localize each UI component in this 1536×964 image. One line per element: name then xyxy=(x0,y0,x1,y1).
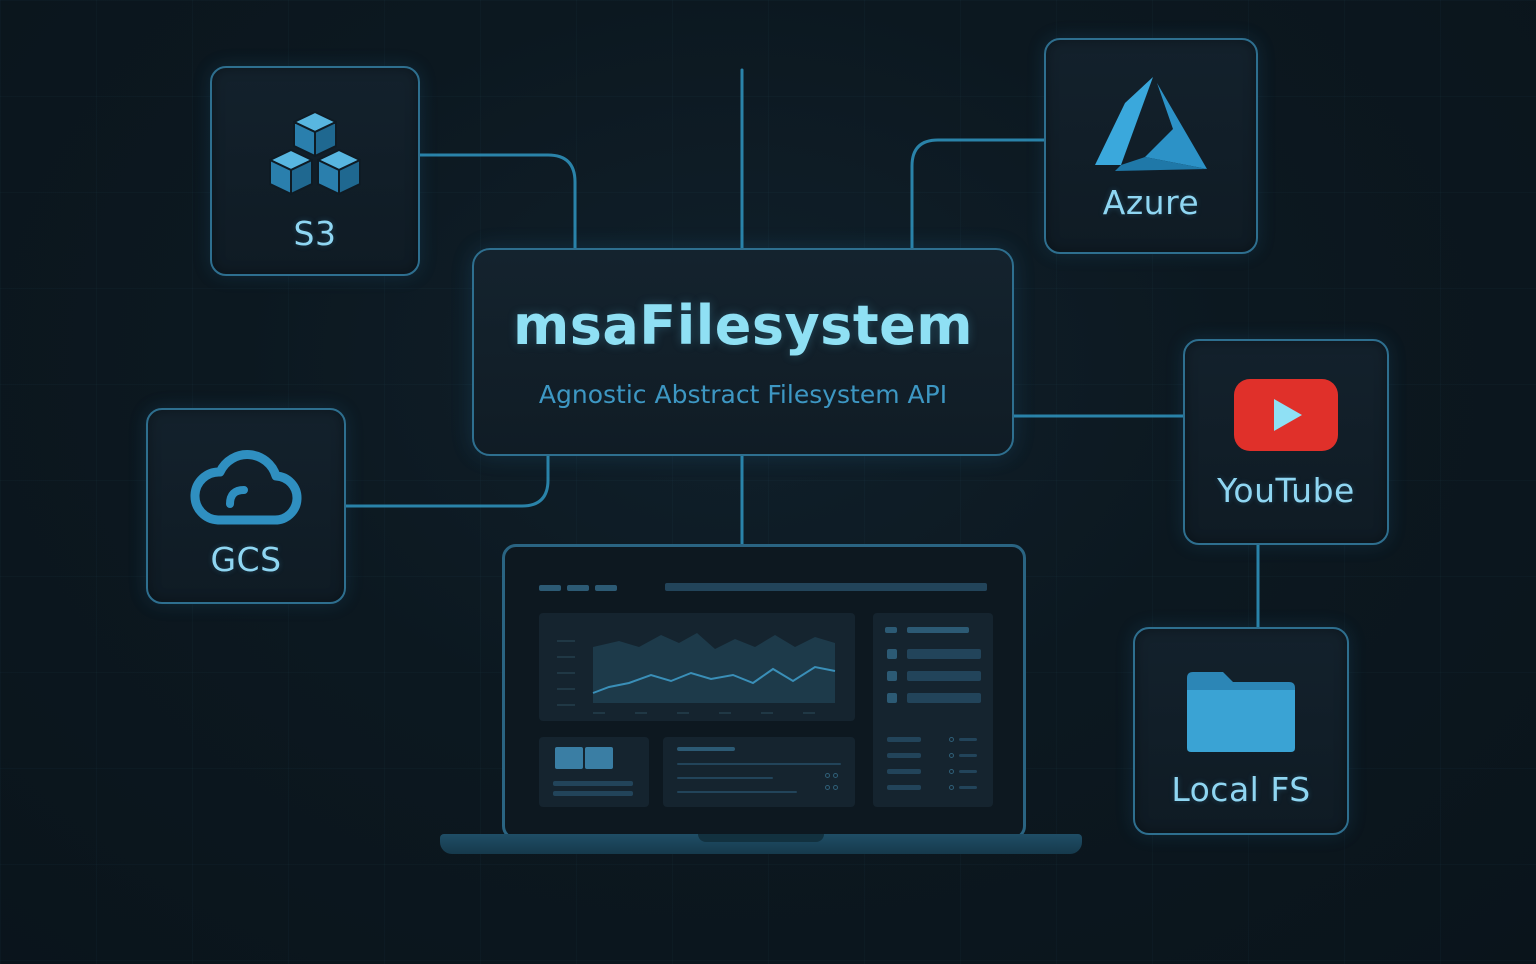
list-marker xyxy=(887,649,897,659)
s3-label: S3 xyxy=(293,213,337,253)
setting-row xyxy=(887,785,921,790)
folder-icon xyxy=(1187,671,1295,752)
laptop-notch xyxy=(698,834,824,842)
azure-label: Azure xyxy=(1102,182,1200,222)
text-dot xyxy=(833,773,838,778)
hub-subtitle: Agnostic Abstract Filesystem API xyxy=(538,380,948,409)
setting-toggle xyxy=(949,737,954,742)
cards-panel xyxy=(539,737,649,807)
text-line xyxy=(677,777,773,779)
gcs-label: GCS xyxy=(210,539,282,579)
hub-title: msaFilesystem xyxy=(512,294,974,357)
text-line xyxy=(677,791,797,793)
area-chart-graphic xyxy=(557,633,836,714)
azure-logo-icon xyxy=(1095,76,1207,171)
nav-pill xyxy=(539,585,561,591)
list-heading xyxy=(907,627,969,633)
text-heading xyxy=(677,747,735,751)
node-s3[interactable]: S3 xyxy=(210,66,420,276)
laptop-illustration xyxy=(440,542,1082,864)
list-marker xyxy=(885,627,897,633)
cloud-icon xyxy=(190,449,302,524)
node-gcs[interactable]: GCS xyxy=(146,408,346,604)
list-marker xyxy=(887,671,897,681)
chart-panel xyxy=(539,613,855,721)
laptop-screen xyxy=(502,544,1026,840)
search-bar xyxy=(665,583,987,591)
cubes-icon xyxy=(269,110,361,195)
nav-pill xyxy=(595,585,617,591)
list-row xyxy=(907,649,981,659)
nav-pill xyxy=(567,585,589,591)
node-youtube[interactable]: YouTube xyxy=(1183,339,1389,545)
list-marker xyxy=(887,693,897,703)
setting-row xyxy=(887,737,921,742)
wire-gcs-hub xyxy=(344,454,550,508)
youtube-play-icon xyxy=(1234,378,1338,451)
hub-card[interactable]: msaFilesystem Agnostic Abstract Filesyst… xyxy=(472,248,1014,456)
card-text-line xyxy=(553,791,633,796)
youtube-label: YouTube xyxy=(1217,470,1355,510)
mini-card xyxy=(585,747,613,769)
setting-toggle xyxy=(949,769,954,774)
text-panel xyxy=(663,737,855,807)
setting-row xyxy=(959,754,977,757)
node-azure[interactable]: Azure xyxy=(1044,38,1258,254)
side-list-panel xyxy=(873,613,993,807)
setting-row xyxy=(887,769,921,774)
setting-row xyxy=(959,770,977,773)
setting-row xyxy=(959,738,977,741)
text-dot xyxy=(825,785,830,790)
setting-toggle xyxy=(949,785,954,790)
node-localfs[interactable]: Local FS xyxy=(1133,627,1349,835)
mini-card xyxy=(555,747,583,769)
text-line xyxy=(677,763,841,765)
list-row xyxy=(907,693,981,703)
setting-toggle xyxy=(949,753,954,758)
localfs-label: Local FS xyxy=(1171,769,1311,809)
setting-row xyxy=(887,753,921,758)
text-dot xyxy=(833,785,838,790)
setting-row xyxy=(959,786,977,789)
wire-s3-hub xyxy=(418,153,577,250)
text-dot xyxy=(825,773,830,778)
wire-azure-hub xyxy=(910,138,1046,250)
card-text-line xyxy=(553,781,633,786)
laptop-base xyxy=(440,834,1082,854)
list-row xyxy=(907,671,981,681)
